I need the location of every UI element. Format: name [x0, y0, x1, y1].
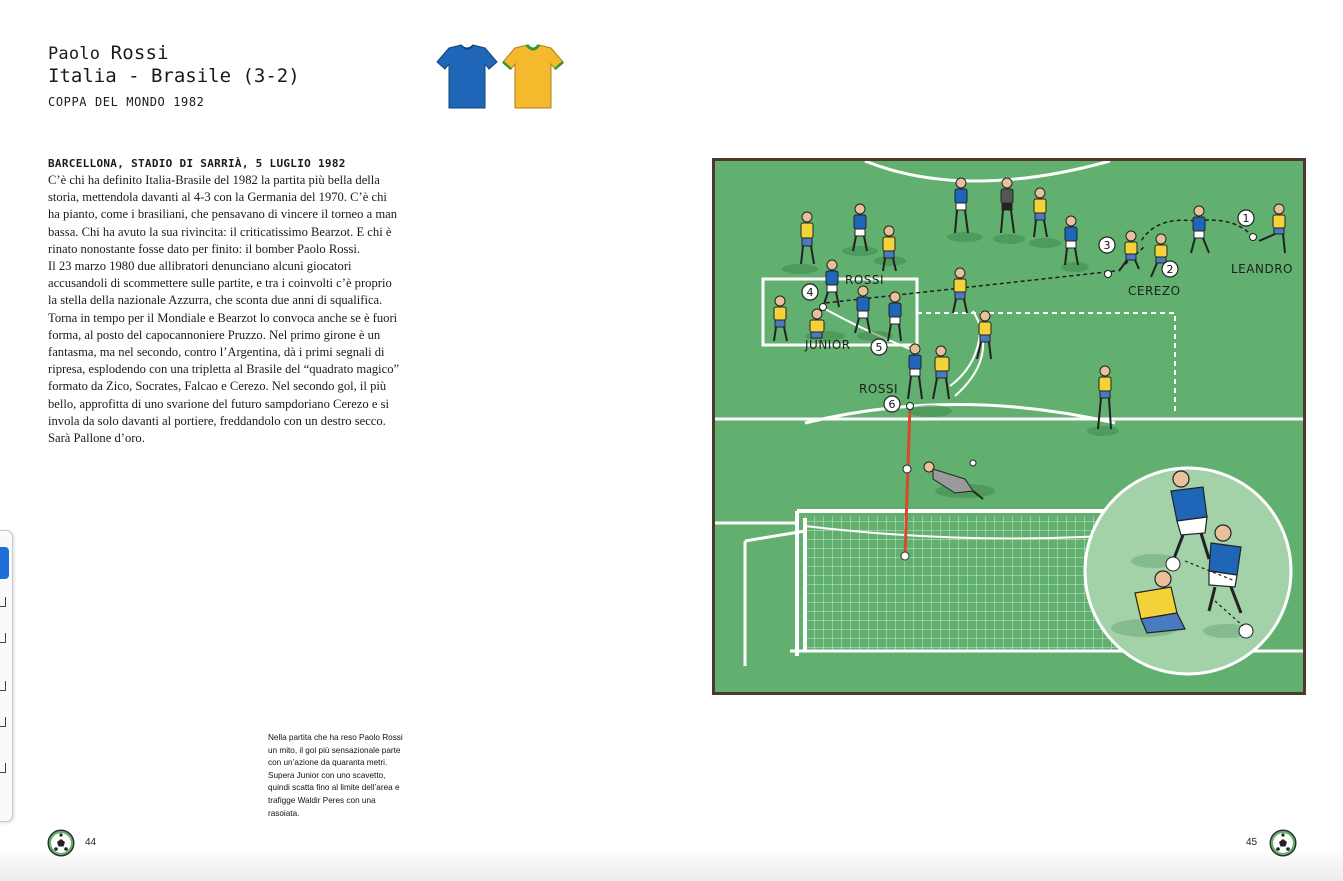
pitch-svg: 1 2 3 4 5 6 ROSSI JUNIOR ROSSI CEREZO LE… — [715, 161, 1303, 676]
article-paragraph: C’è chi ha definito Italia-Brasile del 1… — [48, 173, 398, 256]
player-icon — [822, 259, 840, 308]
illustration-caption: Nella partita che ha reso Paolo Rossi un… — [268, 733, 403, 818]
step-marker-6: 6 — [883, 395, 901, 413]
svg-text:4: 4 — [807, 286, 814, 299]
toolbar-active-tab[interactable] — [0, 547, 9, 579]
article-dateline: BARCELLONA, STADIO DI SARRIÀ, 5 LUGLIO 1… — [48, 157, 346, 170]
toolbar-tab[interactable] — [0, 717, 6, 727]
player-icon — [882, 225, 897, 272]
player-name: Paolo Rossi — [48, 42, 300, 64]
goalkeeper-icon — [923, 461, 984, 500]
goalkeeper-icon — [1000, 177, 1015, 234]
brazil-shirt-icon — [502, 44, 564, 109]
player-icon — [852, 203, 868, 252]
step-marker-5: 5 — [870, 338, 888, 356]
italy-shirt-icon — [436, 44, 498, 109]
step-markers: 1 2 3 4 5 6 — [801, 209, 1255, 413]
football-icon — [1269, 829, 1297, 857]
goal-action-illustration: 1 2 3 4 5 6 ROSSI JUNIOR ROSSI CEREZO LE… — [712, 158, 1306, 695]
match-title: Italia - Brasile (3-2) — [48, 65, 300, 87]
player-icon — [1258, 203, 1286, 254]
reader-side-toolbar[interactable] — [0, 530, 13, 822]
toolbar-tab[interactable] — [0, 763, 6, 773]
step-marker-2: 2 — [1161, 260, 1179, 278]
run-paths — [824, 308, 985, 397]
player-icon — [809, 308, 825, 339]
player-icon — [907, 343, 923, 400]
label-rossi-bottom: ROSSI — [859, 382, 898, 396]
article: BARCELLONA, STADIO DI SARRIÀ, 5 LUGLIO 1… — [48, 155, 400, 447]
player-icon — [1118, 230, 1140, 272]
toolbar-tab[interactable] — [0, 681, 6, 691]
player-icon — [1190, 205, 1210, 254]
player-icon — [932, 345, 950, 400]
toolbar-tab[interactable] — [0, 597, 6, 607]
player-first-name: Paolo — [48, 44, 101, 64]
player-icon — [952, 267, 968, 314]
detail-inset — [1083, 466, 1293, 676]
brazil-players — [773, 187, 1286, 430]
centre-circle-arc — [864, 161, 1111, 183]
page-bottom-shadow — [0, 848, 1343, 881]
player-last-name: Rossi — [110, 42, 169, 64]
label-rossi-top: ROSSI — [845, 273, 884, 287]
svg-text:5: 5 — [876, 341, 883, 354]
player-icon — [1097, 365, 1112, 430]
left-page-number: 44 — [85, 837, 97, 848]
player-icon — [976, 310, 992, 360]
penalty-arc — [804, 403, 1116, 425]
italy-players — [822, 177, 1210, 500]
svg-text:2: 2 — [1167, 263, 1174, 276]
shot-line — [903, 405, 912, 557]
team-shirts — [436, 44, 564, 109]
article-paragraph: Il 23 marzo 1980 due allibratori denunci… — [48, 259, 400, 446]
svg-text:1: 1 — [1243, 212, 1250, 225]
player-icon — [800, 211, 815, 265]
football-icon — [47, 829, 75, 857]
svg-text:3: 3 — [1104, 239, 1111, 252]
ball-positions — [819, 233, 1257, 474]
step-marker-1: 1 — [1237, 209, 1255, 227]
player-icon — [854, 285, 871, 334]
player-icon — [773, 295, 788, 342]
svg-text:6: 6 — [889, 398, 896, 411]
article-body: C’è chi ha definito Italia-Brasile del 1… — [48, 172, 400, 447]
label-cerezo: CEREZO — [1128, 284, 1181, 298]
player-icon — [1064, 215, 1079, 266]
player-icon — [1033, 187, 1048, 238]
player-icon — [887, 291, 902, 342]
right-page-number: 45 — [1246, 837, 1258, 848]
competition-title: COPPA DEL MONDO 1982 — [48, 95, 205, 109]
label-leandro: LEANDRO — [1231, 262, 1293, 276]
player-icon — [954, 177, 969, 234]
step-marker-3: 3 — [1098, 236, 1116, 254]
title-block: Paolo Rossi Italia - Brasile (3-2) COPPA… — [48, 42, 300, 109]
toolbar-tab[interactable] — [0, 633, 6, 643]
label-junior: JUNIOR — [804, 338, 851, 352]
step-marker-4: 4 — [801, 283, 819, 301]
